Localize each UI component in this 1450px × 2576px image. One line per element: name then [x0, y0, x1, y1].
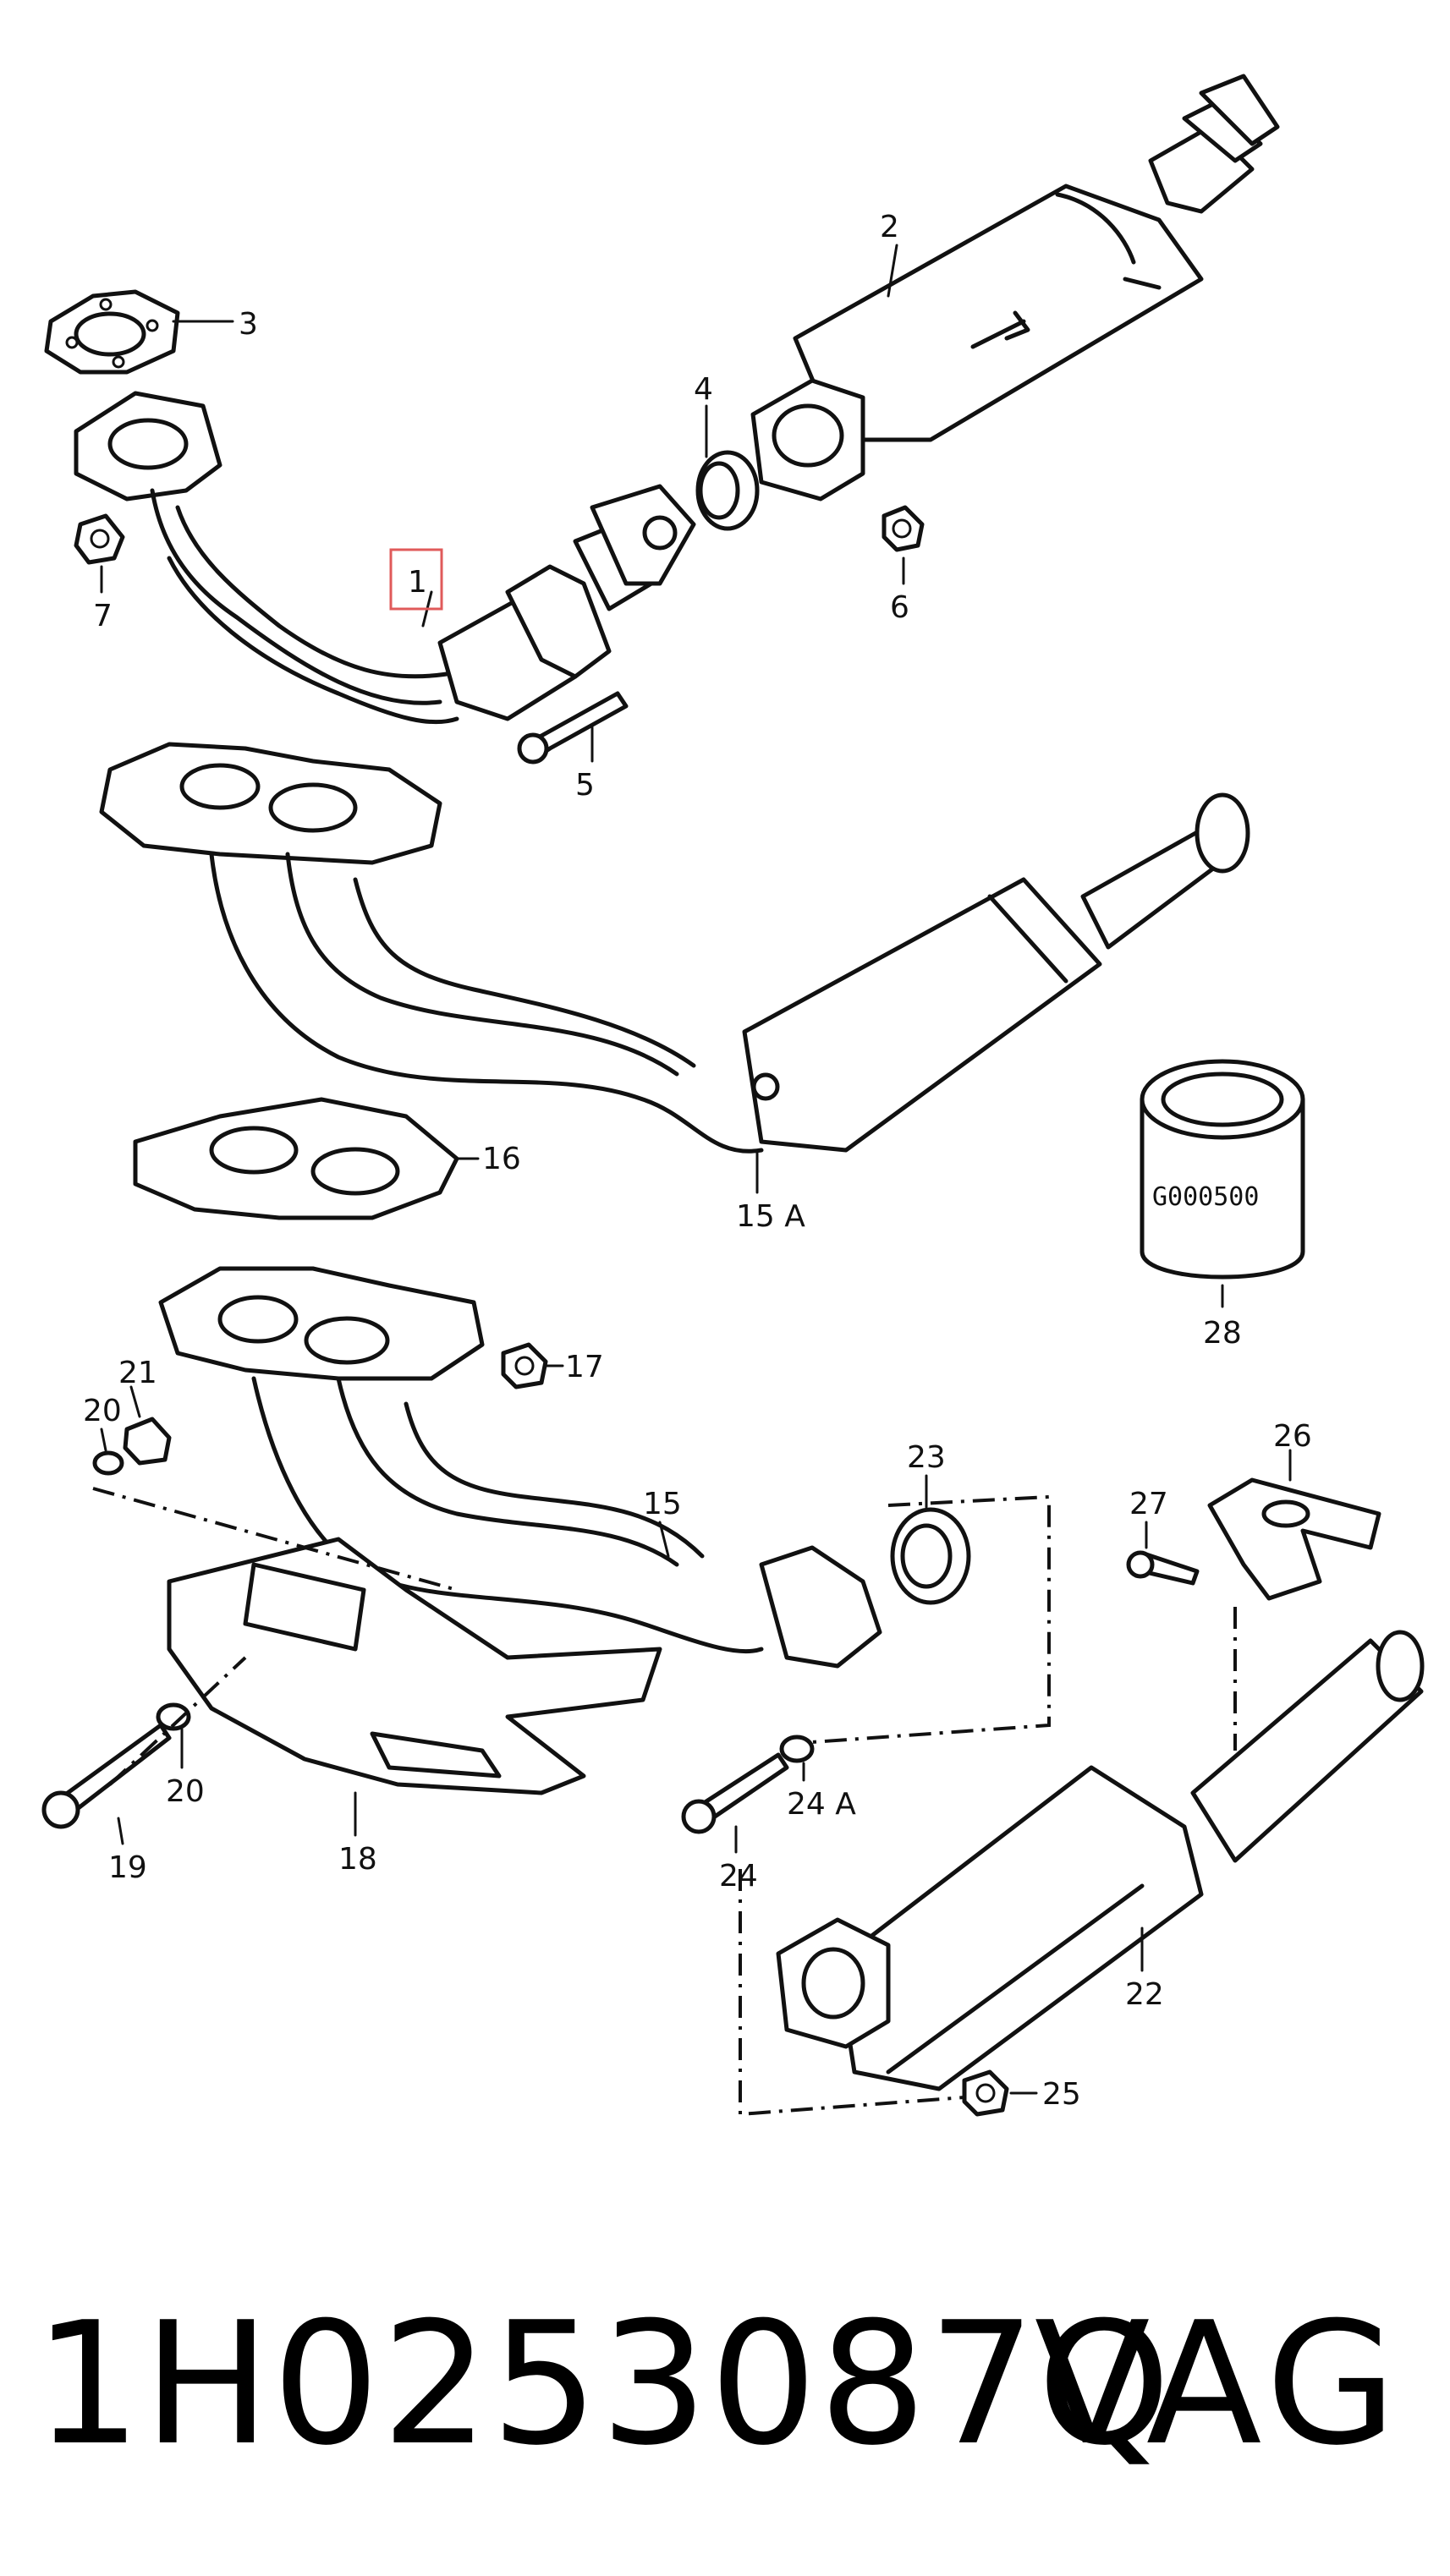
- label-15: 15: [643, 1487, 682, 1521]
- part-15-manifold[interactable]: [158, 1266, 882, 1669]
- part-24a-washer[interactable]: [779, 1735, 815, 1763]
- part-7-nut[interactable]: [74, 513, 125, 565]
- part-1-front-pipe[interactable]: [74, 391, 696, 725]
- assembly-lines: [92, 1487, 1237, 2117]
- part-20-washer-top[interactable]: [92, 1450, 124, 1476]
- part-22-catalytic-converter[interactable]: [776, 1630, 1425, 2091]
- part-27-bolt[interactable]: [1126, 1550, 1200, 1586]
- label-27: 27: [1129, 1487, 1168, 1521]
- label-19: 19: [108, 1850, 147, 1885]
- label-20-bottom: 20: [166, 1774, 205, 1809]
- label-16: 16: [482, 1142, 521, 1176]
- label-2: 2: [880, 210, 899, 244]
- footer: 1H0253087Q VAG: [0, 2266, 1450, 2503]
- label-1: 1: [408, 565, 427, 600]
- part-15a-manifold-muffler[interactable]: [99, 742, 1250, 1154]
- part-24-bolt[interactable]: [681, 1752, 789, 1834]
- part-26-bracket[interactable]: [1207, 1477, 1381, 1601]
- label-20-top: 20: [83, 1394, 122, 1428]
- part-number-text: 1H0253087Q: [34, 2286, 1173, 2483]
- part-25-nut[interactable]: [962, 2069, 1009, 2117]
- label-21: 21: [118, 1356, 157, 1390]
- label-26: 26: [1273, 1419, 1312, 1454]
- can-stamp-text: G000500: [1152, 1182, 1259, 1212]
- part-4-seal-ring[interactable]: [695, 450, 760, 531]
- label-15a: 15 A: [736, 1199, 805, 1234]
- part-19-bolt[interactable]: [41, 1723, 172, 1829]
- part-21-nut[interactable]: [123, 1417, 172, 1466]
- label-23: 23: [907, 1440, 946, 1475]
- highlight-box-part-1: [389, 548, 443, 611]
- label-3: 3: [239, 307, 258, 342]
- part-5-bolt[interactable]: [517, 691, 629, 765]
- part-3-gasket[interactable]: [44, 289, 180, 375]
- part-2-catalytic-converter[interactable]: [750, 74, 1280, 501]
- part-18-heat-shield[interactable]: [167, 1537, 662, 1795]
- label-24: 24: [719, 1859, 758, 1894]
- label-7: 7: [93, 599, 113, 633]
- part-20-washer-bottom[interactable]: [156, 1702, 191, 1731]
- leader-lines: [100, 244, 1292, 2095]
- label-6: 6: [890, 590, 909, 625]
- part-23-seal-ring[interactable]: [890, 1507, 971, 1605]
- part-28-sealant-can[interactable]: G000500: [1140, 1059, 1305, 1280]
- part-6-nut[interactable]: [882, 505, 925, 552]
- part-16-gasket[interactable]: [133, 1097, 459, 1220]
- exhaust-parts-diagram: G000500 1: [41, 74, 1425, 2117]
- brand-text: VAG: [1034, 2286, 1403, 2483]
- label-4: 4: [694, 372, 713, 407]
- label-18: 18: [338, 1842, 377, 1877]
- part-labels: 1 2 3 4 5 6 7 15 15 A 16 17 18 19 20 20 …: [83, 210, 1312, 2112]
- label-17: 17: [565, 1350, 604, 1384]
- label-5: 5: [575, 768, 595, 803]
- label-24a: 24 A: [787, 1787, 856, 1822]
- label-28: 28: [1203, 1316, 1242, 1351]
- label-25: 25: [1042, 2077, 1081, 2112]
- label-22: 22: [1125, 1977, 1164, 2012]
- part-17-nut[interactable]: [501, 1342, 548, 1389]
